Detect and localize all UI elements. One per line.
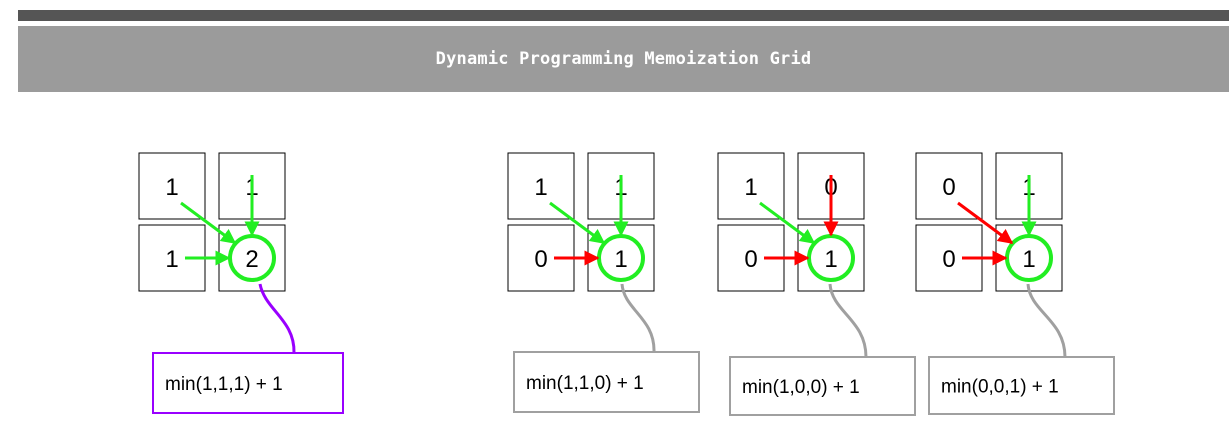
- cell-value-top-left: 1: [744, 174, 757, 201]
- formula-box: [729, 356, 916, 416]
- formula-connector: [620, 283, 656, 353]
- formula-box: [152, 352, 344, 414]
- result-value: 1: [614, 246, 627, 273]
- result-value: 2: [245, 246, 258, 273]
- cell-value-left: 0: [942, 246, 955, 273]
- title-bar: Dynamic Programming Memoization Grid: [18, 26, 1229, 92]
- formula-text: min(1,1,0) + 1: [526, 373, 644, 394]
- cell-value-left: 0: [534, 246, 547, 273]
- formula-connector: [1026, 283, 1067, 358]
- grid-cell-top-left: [717, 152, 785, 220]
- grid-cell-top-left: [138, 152, 206, 220]
- page-title: Dynamic Programming Memoization Grid: [435, 49, 812, 69]
- cell-value-left: 1: [165, 246, 178, 273]
- formula-text: min(1,1,1) + 1: [165, 374, 283, 395]
- grid-cell-top-left: [507, 152, 575, 220]
- formula-connector: [828, 283, 868, 358]
- arrow-diagonal: [957, 201, 1014, 245]
- result-value: 1: [824, 246, 837, 273]
- top-rule: [18, 10, 1229, 21]
- formula-box: [928, 356, 1115, 415]
- grid-cell-top-left: [915, 152, 983, 220]
- formula-connector: [258, 283, 296, 354]
- formula-box: [513, 351, 700, 413]
- cell-value-top-left: 1: [534, 174, 547, 201]
- cell-value-top-left: 0: [942, 174, 955, 201]
- cell-value-top-left: 1: [165, 174, 178, 201]
- arrow-diagonal: [549, 201, 606, 245]
- cell-value-left: 0: [744, 246, 757, 273]
- formula-text: min(0,0,1) + 1: [941, 377, 1059, 398]
- formula-text: min(1,0,0) + 1: [742, 377, 860, 398]
- arrow-diagonal: [180, 201, 237, 245]
- arrow-diagonal: [759, 201, 816, 245]
- result-value: 1: [1022, 246, 1035, 273]
